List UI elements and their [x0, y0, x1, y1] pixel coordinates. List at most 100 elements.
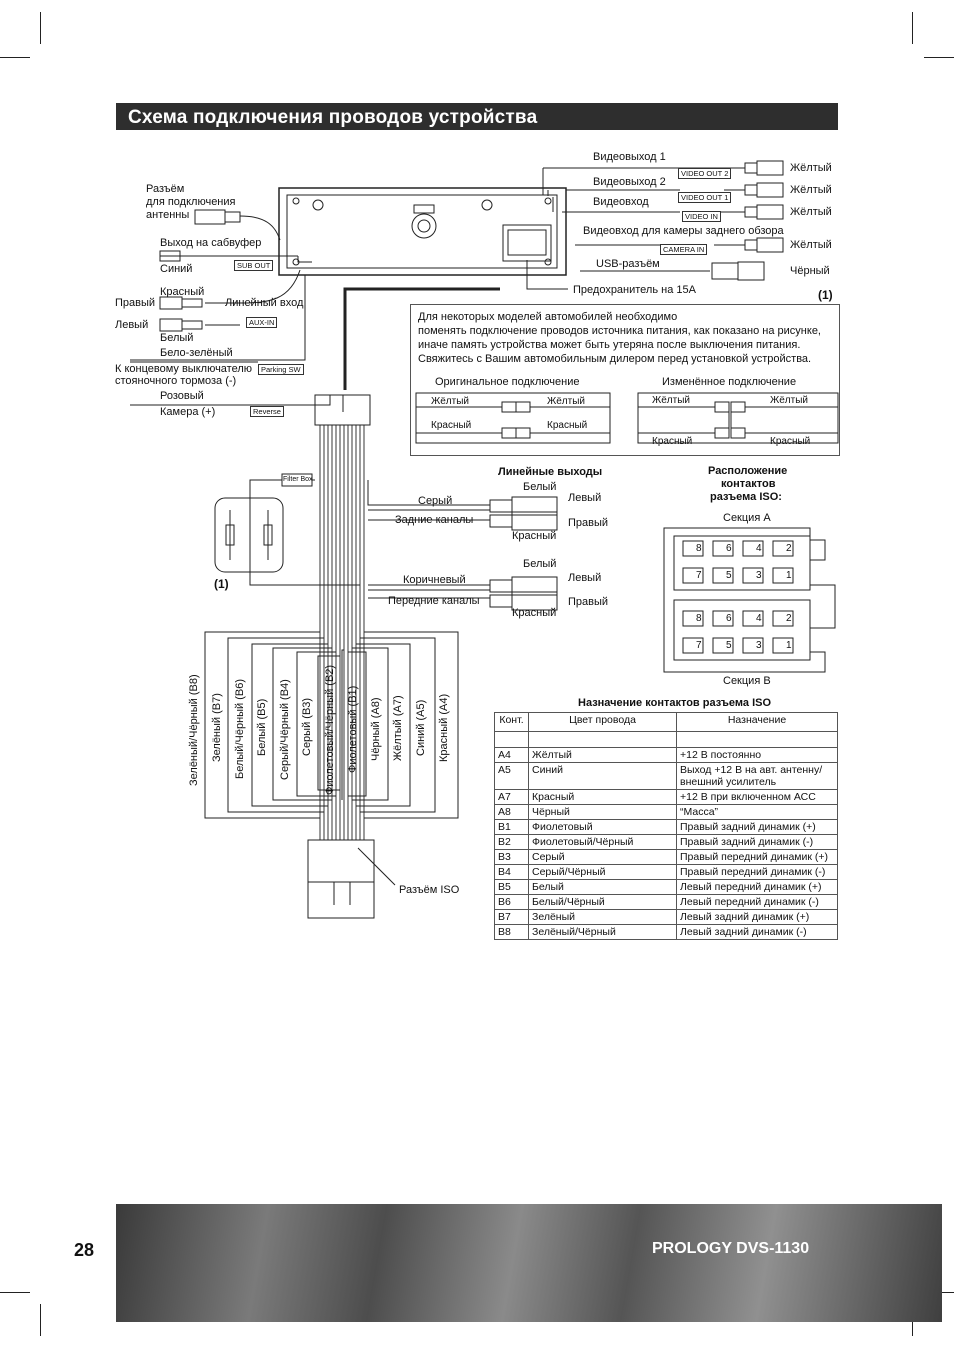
- label-iso-location: Расположение: [708, 465, 788, 477]
- label-orig-red: Красный: [431, 420, 472, 431]
- label-white: Белый: [523, 481, 557, 493]
- label-orig-yellow: Жёлтый: [431, 396, 469, 407]
- note-line: иначе память устройства может быть утеря…: [418, 339, 801, 351]
- label-iso-location: разъема ISO:: [710, 491, 782, 503]
- product-name: PROLOGY DVS-1130: [652, 1240, 810, 1257]
- table-cell: Левый задний динамик (-): [676, 924, 838, 940]
- crop-mark: [924, 57, 954, 58]
- table-cell: Белый/Чёрный: [528, 894, 677, 910]
- table-cell: В1: [494, 819, 529, 835]
- tag-video-out-2: VIDEO OUT 2: [678, 168, 732, 179]
- label-iso-connector: Разъём ISO: [399, 884, 460, 896]
- label-yellow: Жёлтый: [790, 239, 832, 251]
- wiring-diagram: [130, 160, 836, 919]
- table-cell: Серый/Чёрный: [528, 864, 677, 880]
- label-right: Правый: [115, 297, 156, 309]
- table-cell: Фиолетовый/Чёрный: [528, 834, 677, 850]
- crop-mark: [912, 12, 913, 44]
- label-antenna: для подключения: [146, 196, 236, 208]
- label-fuse: Предохранитель на 15А: [573, 284, 696, 296]
- label-front-channels: Передние каналы: [388, 595, 480, 607]
- crop-mark: [40, 1304, 41, 1336]
- pin-number: 2: [786, 543, 792, 554]
- label-antenna: Разъём: [146, 183, 185, 195]
- label-iso-location: контактов: [721, 478, 776, 490]
- table-cell: В2: [494, 834, 529, 850]
- label-antenna: антенны: [146, 209, 190, 221]
- table-cell: +12 В при включенном АСС: [676, 789, 838, 805]
- pin-number: 2: [786, 613, 792, 624]
- crop-mark: [0, 1292, 30, 1293]
- table-cell: Правый передний динамик (-): [676, 864, 838, 880]
- label-line-in: Линейный вход: [225, 297, 304, 309]
- label-usb: USB-разъём: [596, 258, 660, 270]
- table-row: [494, 731, 838, 748]
- table-cell: Левый передний динамик (-): [676, 894, 838, 910]
- label-section-b: Секция В: [723, 675, 771, 687]
- pin-number: 8: [696, 543, 702, 554]
- label-pink: Розовый: [160, 390, 204, 402]
- note-line: поменять подключение проводов источника …: [418, 325, 821, 337]
- label-white-green: Бело-зелёный: [160, 347, 233, 359]
- label-changed-yellow: Жёлтый: [652, 395, 690, 406]
- table-cell: Зелёный/Чёрный: [528, 924, 677, 940]
- table-cell: А8: [494, 804, 529, 820]
- note-line: Свяжитесь с Вашим автомобильным дилером …: [418, 353, 812, 365]
- footer-banner: [116, 1204, 942, 1322]
- label-original: Оригинальное подключение: [435, 376, 580, 388]
- wire-label: Серый/Чёрный (В4): [279, 679, 291, 780]
- wiring-swap-diagram: [415, 392, 839, 444]
- table-cell: Правый задний динамик (-): [676, 834, 838, 850]
- label-red: Красный: [160, 286, 205, 298]
- tag-sub-out: SUB OUT: [234, 260, 274, 271]
- wire-label: Белый/Чёрный (В6): [234, 678, 246, 779]
- label-changed-yellow: Жёлтый: [770, 395, 808, 406]
- pin-number: 1: [786, 640, 792, 651]
- crop-mark: [0, 57, 30, 58]
- label-section-a: Секция А: [723, 512, 771, 524]
- table-cell: Серый: [528, 849, 677, 865]
- table-cell: В4: [494, 864, 529, 880]
- label-parking: К концевому выключателю: [115, 363, 253, 375]
- label-red: Красный: [512, 607, 557, 619]
- pin-number: 4: [756, 543, 762, 554]
- table-cell: Белый: [528, 879, 677, 895]
- label-right: Правый: [568, 517, 609, 529]
- label-filter-box: Filter Box: [283, 476, 313, 483]
- wire-label: Серый (В3): [301, 697, 313, 756]
- table-cell: Левый передний динамик (+): [676, 879, 838, 895]
- table-cell: Правый передний динамик (+): [676, 849, 838, 865]
- label-white: Белый: [160, 332, 194, 344]
- label-video-out-2: Видеовыход 2: [593, 176, 666, 188]
- table-cell: В7: [494, 909, 529, 925]
- table-cell: Выход +12 В на авт. антенну/ внешний уси…: [676, 762, 838, 790]
- page-number: 28: [74, 1240, 95, 1260]
- table-cell: А5: [494, 762, 529, 790]
- crop-mark: [40, 12, 41, 44]
- table-cell: Синий: [528, 762, 677, 790]
- wire-label: Фиолетовый/Чёрный (В2): [324, 664, 336, 795]
- wire-label: Синий (А5): [415, 699, 427, 756]
- tag-camera-in: CAMERA IN: [660, 244, 708, 255]
- table-cell: В6: [494, 894, 529, 910]
- tag-parking: Parking SW: [258, 364, 304, 375]
- pin-number: 7: [696, 570, 702, 581]
- label-left: Левый: [115, 319, 149, 331]
- label-black-usb: Чёрный: [790, 265, 830, 277]
- pin-number: 5: [726, 640, 732, 651]
- label-video-in: Видеовход: [593, 196, 649, 208]
- label-camera-in: Видеовход для камеры заднего обзора: [583, 225, 784, 237]
- pin-number: 6: [726, 613, 732, 624]
- label-yellow: Жёлтый: [790, 184, 832, 196]
- table-header-row: Конт. Цвет провода Назначение: [494, 712, 838, 732]
- pin-number: 4: [756, 613, 762, 624]
